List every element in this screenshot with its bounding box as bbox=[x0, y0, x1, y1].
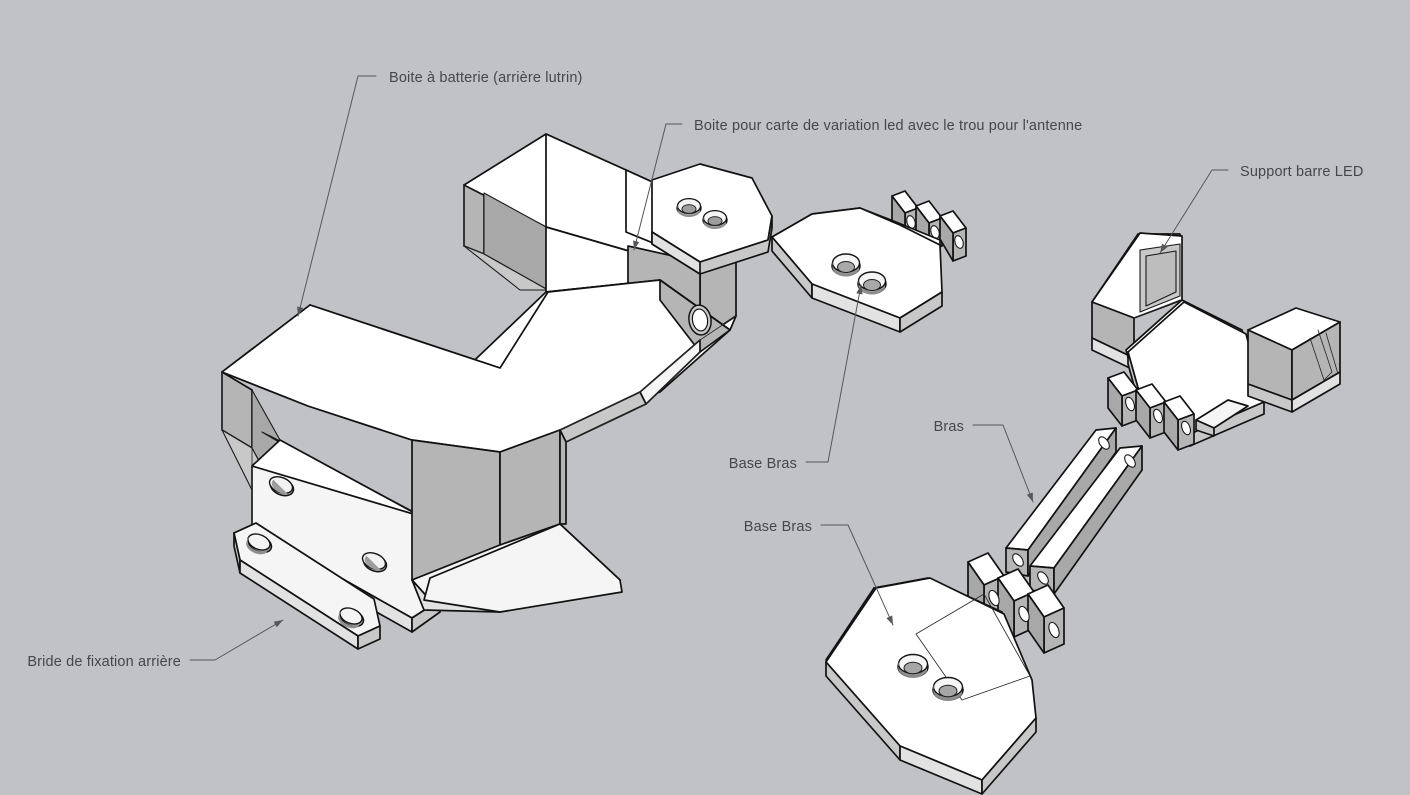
leader-line bbox=[633, 123, 683, 251]
countersunk-hole bbox=[676, 197, 702, 217]
part-base-bras-centre bbox=[771, 190, 967, 333]
part-support-barre-led bbox=[1091, 232, 1341, 451]
counterbore-hole bbox=[831, 253, 861, 277]
annotation-base-bras-centre: Base Bras bbox=[729, 284, 863, 472]
annotation-bride-fixation: Bride de fixation arrière bbox=[27, 619, 284, 670]
mounting-hole bbox=[268, 476, 295, 497]
annotation-boite-carte-led: Boite pour carte de variation led avec l… bbox=[633, 118, 1082, 251]
annotation-support-barre-led: Support barre LED bbox=[1159, 164, 1363, 254]
part-label-boite-carte-led: Boite pour carte de variation led avec l… bbox=[694, 118, 1082, 134]
part-bride-fixation bbox=[233, 522, 381, 650]
leader-arrowhead bbox=[297, 306, 304, 316]
mounting-hole bbox=[361, 552, 388, 573]
leader-arrowhead bbox=[633, 240, 640, 250]
annotation-base-bras-bas: Base Bras bbox=[744, 519, 894, 626]
annotation-bras: Bras bbox=[934, 419, 1034, 503]
part-label-base-bras-bas: Base Bras bbox=[744, 519, 812, 535]
leader-line bbox=[1159, 169, 1229, 254]
part-label-support-barre-led: Support barre LED bbox=[1240, 164, 1363, 180]
leader-line bbox=[805, 284, 862, 463]
part-label-bras: Bras bbox=[934, 419, 964, 435]
leader-arrowhead bbox=[1160, 243, 1168, 253]
counterbore-hole bbox=[857, 271, 887, 295]
countersunk-hole bbox=[702, 209, 728, 230]
annotation-boite-batterie: Boite à batterie (arrière lutrin) bbox=[297, 70, 583, 317]
leader-arrowhead bbox=[856, 285, 863, 295]
leader-line bbox=[820, 524, 894, 626]
part-label-base-bras-centre: Base Bras bbox=[729, 456, 797, 472]
leader-arrowhead bbox=[886, 615, 893, 625]
counterbore-hole bbox=[897, 653, 929, 678]
mounting-hole bbox=[338, 607, 365, 629]
part-boite-carte-led bbox=[651, 163, 773, 275]
leader-line bbox=[972, 424, 1034, 503]
counterbore-hole bbox=[932, 676, 964, 701]
comb-fingers bbox=[1107, 371, 1195, 451]
part-label-boite-batterie: Boite à batterie (arrière lutrin) bbox=[389, 70, 583, 86]
part-label-bride-fixation: Bride de fixation arrière bbox=[27, 654, 181, 670]
annotation-layer: Boite à batterie (arrière lutrin) Boite p… bbox=[27, 70, 1363, 670]
leader-line bbox=[297, 75, 377, 317]
part-bras bbox=[1005, 427, 1143, 595]
mounting-hole bbox=[246, 533, 273, 555]
leader-arrowhead bbox=[1026, 492, 1033, 502]
leader-line bbox=[189, 619, 284, 661]
leader-arrowhead bbox=[273, 620, 283, 628]
part-base-bras-bas bbox=[825, 552, 1065, 795]
